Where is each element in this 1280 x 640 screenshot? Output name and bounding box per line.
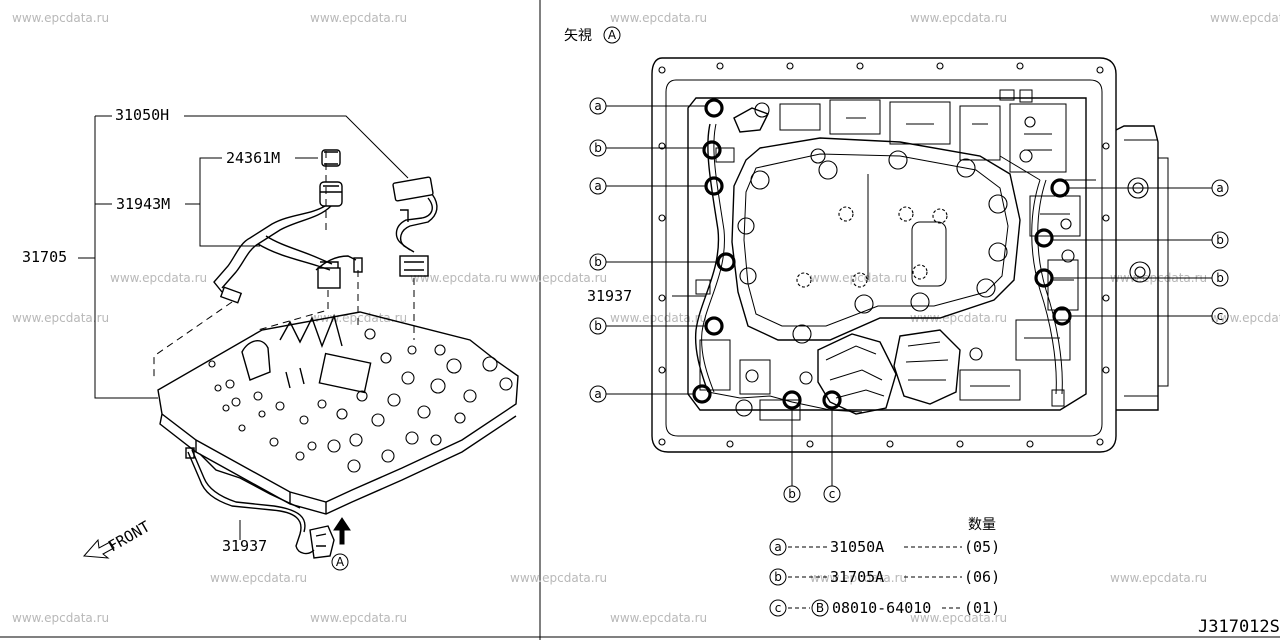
watermark: www.epcdata.ru [12,611,109,625]
watermark: www.epcdata.ru [210,571,307,585]
connector-24361m [319,149,343,207]
callout-letter: c [829,487,836,501]
label-31943m: 31943M [116,195,170,213]
watermarks: www.epcdata.ru www.epcdata.ru www.epcdat… [12,11,1280,625]
legend-part-number: 31050A [830,538,884,556]
legend-prefix: B [816,601,824,615]
callout-letter: b [594,255,602,269]
callouts-right: a b b c [1211,179,1229,325]
legend-part-number: 08010-64010 [832,599,931,617]
diagram-code: J317012S [1198,617,1280,637]
callout-letter: a [594,99,601,113]
callout-letter: a [1216,181,1223,195]
legend-quantity: (06) [964,568,1000,586]
label-31705: 31705 [22,248,67,266]
bolt-ring-b [716,252,736,272]
callout-letter: b [1216,233,1224,247]
view-a-marker: A [331,553,349,571]
view-a-letter: A [336,555,345,569]
legend-key: a [774,540,781,554]
valve-body-bottom [687,89,1096,421]
legend-quantity: (05) [964,538,1000,556]
bolt-ring-c [822,390,842,410]
callouts-left: a b a b b a [589,97,607,403]
legend-row: b 31705A (06) [769,568,1000,586]
view-title-marker-letter: A [608,28,617,42]
assembly-line [257,290,329,331]
callout-letter: b [594,319,602,333]
watermark: www.epcdata.ru [1110,571,1207,585]
left-view: 31050H 24361M 31943M 31705 31937 [22,106,519,571]
watermark: www.epcdata.ru [110,271,207,285]
legend-part-number: 31705A [830,568,884,586]
leader-31050h [184,115,409,179]
label-31050h: 31050H [115,106,169,124]
watermark: www.epcdata.ru [310,11,407,25]
watermark: www.epcdata.ru [810,571,907,585]
leader-31943m [185,157,260,247]
watermark: www.epcdata.ru [910,611,1007,625]
bolt-rings [692,98,1072,410]
bolt-ring-b [704,316,724,336]
watermark: www.epcdata.ru [12,11,109,25]
watermark: www.epcdata.ru [610,11,707,25]
legend-header: 数量 [968,517,996,533]
legend-key: c [775,601,782,615]
watermark: www.epcdata.ru [1210,11,1280,25]
bolt-ring-a [1050,178,1070,198]
transmission-housing [1115,125,1169,411]
callout-letter: b [594,141,602,155]
callout-letter: a [594,387,601,401]
legend-quantity: (01) [964,599,1000,617]
view-title: 矢視 [564,28,592,44]
label-24361m: 24361M [226,149,280,167]
callout-leaders [606,105,1212,486]
front-direction-indicator: FRONT [82,517,153,559]
legend-key: b [774,570,782,584]
legend-row: c B 08010-64010 (01) [769,599,1000,617]
sensor-harness-31937 [185,447,335,559]
watermark: www.epcdata.ru [12,311,109,325]
watermark: www.epcdata.ru [610,611,707,625]
right-view: 矢視 A [564,26,1229,503]
control-valve-body-31705 [157,311,519,515]
assembly-line [153,301,233,380]
view-title-marker [603,26,621,44]
legend-row: a 31050A (05) [769,538,1000,556]
callout-letter: c [1217,309,1224,323]
bolt-ring-b [702,140,722,160]
bolt-ring-a [692,384,712,404]
label-31937-right: 31937 [587,287,632,305]
watermark: www.epcdata.ru [910,311,1007,325]
oil-pan [651,57,1117,453]
watermark: www.epcdata.ru [910,11,1007,25]
bolt-ring-a [704,176,724,196]
watermark: www.epcdata.ru [510,571,607,585]
callout-letter: b [1216,271,1224,285]
harness-31050h [392,176,438,277]
harness-31943m [213,205,363,304]
bolt-ring-b [1034,228,1054,248]
arrow-up-icon [333,517,351,545]
callout-letter: a [594,179,601,193]
label-31937-left: 31937 [222,537,267,555]
watermark: www.epcdata.ru [610,311,707,325]
callouts-bottom: b c [783,485,841,503]
watermark: www.epcdata.ru [510,271,607,285]
watermark: www.epcdata.ru [810,271,907,285]
front-label: FRONT [105,517,153,555]
bolt-ring-a [704,98,724,118]
quantity-legend: 数量 a 31050A (05) b 31705A (06) c B 08010… [769,517,1000,617]
callout-letter: b [788,487,796,501]
watermark: www.epcdata.ru [310,611,407,625]
watermark: www.epcdata.ru [410,271,507,285]
front-arrow-icon [82,538,115,559]
leader-31705-bracket [94,116,158,399]
